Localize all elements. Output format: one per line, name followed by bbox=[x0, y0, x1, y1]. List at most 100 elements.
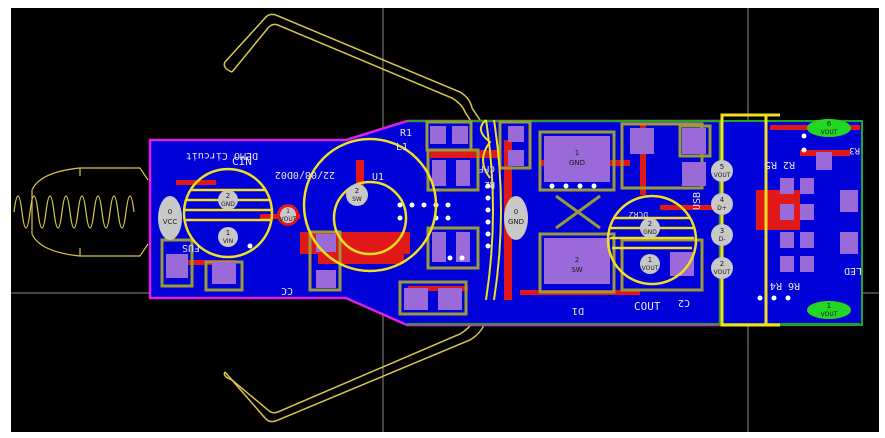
pad-vout-bottom[interactable] bbox=[807, 301, 851, 319]
pad[interactable] bbox=[816, 152, 832, 170]
pad-l1-sw[interactable] bbox=[346, 184, 368, 206]
pad[interactable] bbox=[840, 232, 858, 254]
battery-contact-curves bbox=[479, 119, 502, 301]
pad[interactable] bbox=[780, 178, 794, 194]
usb-connector-outline bbox=[720, 113, 780, 327]
pad-label: VIN bbox=[223, 238, 233, 245]
pad[interactable] bbox=[840, 190, 858, 212]
pad-label: 2 bbox=[648, 220, 652, 228]
pad-label: 1 bbox=[648, 256, 652, 264]
designator-r1: R1 bbox=[400, 128, 412, 139]
designator-cff: CFF bbox=[479, 163, 495, 173]
pad-cout-1[interactable] bbox=[640, 254, 660, 274]
pad[interactable] bbox=[430, 126, 446, 144]
pad-label: 5 bbox=[720, 163, 724, 171]
pad-label: 2 bbox=[720, 260, 724, 268]
pad-label: VCC bbox=[163, 218, 178, 226]
designator-d1: D1 bbox=[572, 305, 584, 316]
pad-label: VOUT bbox=[714, 269, 731, 276]
pad-cin-2[interactable] bbox=[218, 190, 238, 210]
pad-label: GND bbox=[643, 229, 657, 236]
pad-label: 1 bbox=[575, 149, 579, 157]
pad-label: SW bbox=[571, 266, 582, 274]
pad[interactable] bbox=[682, 128, 706, 154]
pad-gnd[interactable] bbox=[504, 196, 528, 240]
diode-symbol bbox=[555, 194, 601, 230]
usb-pin-3[interactable] bbox=[711, 224, 733, 246]
smd-pads[interactable] bbox=[166, 126, 858, 310]
designator-l1: L1 bbox=[396, 142, 408, 153]
pad-cout-2[interactable] bbox=[640, 218, 660, 238]
pad[interactable] bbox=[800, 232, 814, 248]
pad-label: 2 bbox=[575, 256, 579, 264]
designator-cin: CIN bbox=[232, 155, 252, 168]
usb-pin-2[interactable] bbox=[711, 257, 733, 279]
pad-label: SW bbox=[352, 196, 362, 203]
pad[interactable] bbox=[456, 160, 470, 186]
pad-cin-1[interactable] bbox=[218, 227, 238, 247]
usb-pin-5[interactable] bbox=[711, 160, 733, 182]
pad-label: 3 bbox=[720, 227, 724, 235]
pad[interactable] bbox=[544, 136, 610, 182]
pad[interactable] bbox=[316, 234, 336, 252]
designator-led: LED bbox=[844, 265, 862, 276]
pad-label: 4 bbox=[720, 196, 725, 204]
designator-pcb: DCR2 bbox=[629, 210, 648, 219]
pad-label: VOUT bbox=[821, 129, 838, 136]
pad[interactable] bbox=[508, 126, 524, 142]
round-pads[interactable] bbox=[218, 160, 733, 279]
pad[interactable] bbox=[212, 262, 236, 284]
pad[interactable] bbox=[780, 232, 794, 248]
designator-fuse: FUS bbox=[182, 242, 200, 253]
capacitor-outlines bbox=[182, 137, 698, 286]
board-title: DEMO Circuit bbox=[186, 150, 258, 161]
pad[interactable] bbox=[800, 178, 814, 194]
pad[interactable] bbox=[166, 254, 188, 278]
designator-usb: USB bbox=[692, 192, 703, 210]
designator-r3: R3 bbox=[849, 145, 860, 155]
pad-label: 1 bbox=[827, 302, 831, 310]
pad-label: 0 bbox=[168, 208, 172, 216]
pad[interactable] bbox=[630, 128, 654, 154]
pad-label: 1 bbox=[286, 208, 290, 215]
pad[interactable] bbox=[432, 232, 446, 262]
pad[interactable] bbox=[544, 238, 610, 284]
pad-label: VOUT bbox=[714, 172, 731, 179]
pad-label: D+ bbox=[717, 205, 727, 212]
designator-cout: COUT bbox=[634, 300, 661, 313]
pad[interactable] bbox=[800, 204, 814, 220]
silkscreen-labels: DEMO Circuit 22/08/0D02 CIN U1 L1 R1 FUS… bbox=[182, 128, 862, 316]
pad[interactable] bbox=[438, 288, 462, 310]
pad[interactable] bbox=[780, 256, 794, 272]
pad-vout[interactable] bbox=[280, 207, 296, 223]
pad-label: 6 bbox=[827, 120, 832, 128]
pad[interactable] bbox=[780, 204, 794, 220]
pad-label: 0 bbox=[514, 208, 518, 216]
pad[interactable] bbox=[316, 270, 336, 288]
pad[interactable] bbox=[682, 162, 706, 186]
pad[interactable] bbox=[456, 232, 470, 262]
battery-clip-top bbox=[223, 13, 491, 136]
pad-vcc[interactable] bbox=[158, 196, 182, 240]
pad-label: GND bbox=[508, 218, 524, 226]
pad-labels: 0 VCC 0 GND 2 GND 1 VIN 1 VOUT 2 SW 2 GN… bbox=[163, 120, 838, 318]
pad-label: VOUT bbox=[821, 311, 838, 318]
pad[interactable] bbox=[404, 288, 428, 310]
pad[interactable] bbox=[452, 126, 468, 144]
mounting-pads[interactable] bbox=[158, 119, 851, 319]
pad-label: GND bbox=[221, 201, 235, 208]
designator-cc: CC bbox=[281, 285, 293, 296]
pad[interactable] bbox=[800, 256, 814, 272]
pad-label: D- bbox=[719, 236, 726, 243]
pad-label: GND bbox=[569, 159, 585, 167]
pad[interactable] bbox=[432, 160, 446, 186]
pad-vout-top[interactable] bbox=[807, 119, 851, 137]
designator-r2: R2 bbox=[484, 179, 495, 189]
pad-label: VOUT bbox=[642, 265, 659, 272]
component-outlines bbox=[160, 120, 712, 316]
pad-label: 2 bbox=[226, 192, 230, 200]
pad[interactable] bbox=[508, 150, 524, 166]
usb-pin-4[interactable] bbox=[711, 193, 733, 215]
